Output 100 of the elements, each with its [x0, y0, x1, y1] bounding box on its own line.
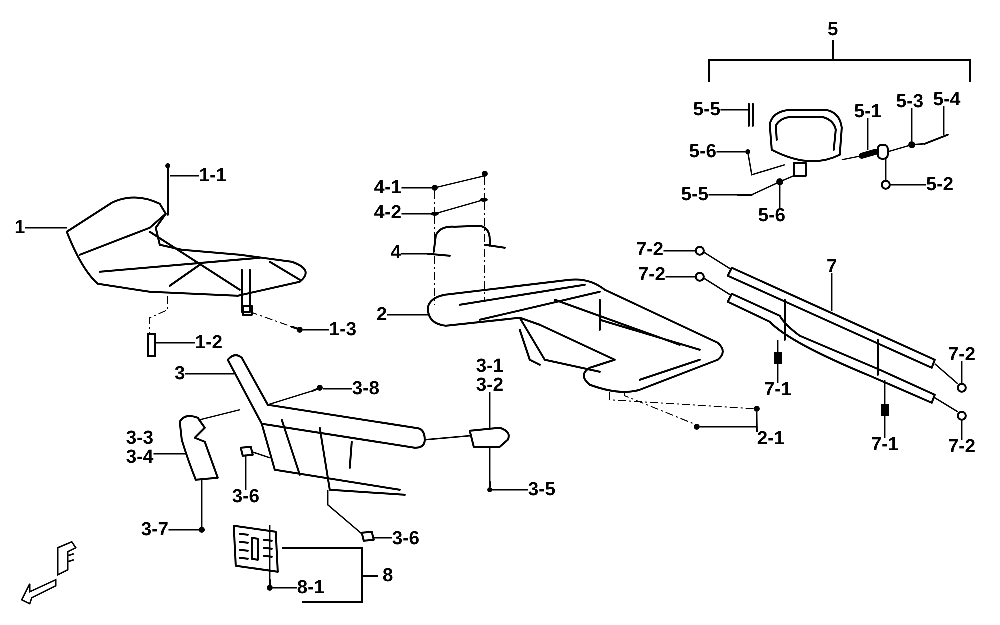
- callout-number: 3-5: [528, 480, 556, 500]
- nut: [908, 142, 916, 148]
- callout-number: 7: [826, 258, 838, 276]
- callout-number: 1-2: [195, 334, 223, 352]
- leader-line: [961, 362, 963, 384]
- guard-drawing: [179, 415, 219, 481]
- leader-line: [489, 392, 491, 428]
- callout-number: 5-2: [926, 176, 954, 194]
- leader-line: [756, 412, 758, 432]
- leader-line: [779, 186, 781, 210]
- bolt-head: [482, 171, 488, 177]
- center-line: [624, 392, 694, 424]
- callout-number: 5-6: [758, 206, 786, 226]
- leader-line: [666, 276, 696, 278]
- center-line: [434, 216, 436, 252]
- leader-line: [245, 456, 247, 490]
- callout-number: 7-2: [638, 266, 666, 284]
- pin-drawing: [748, 103, 754, 127]
- bolt-head: [432, 185, 438, 191]
- center-line: [434, 190, 436, 212]
- skid-plate-drawing: [233, 525, 279, 573]
- leader-line: [154, 453, 186, 455]
- callout-number: 1-1: [199, 166, 227, 186]
- bolt-drawing: [859, 144, 889, 160]
- callout-number: 5-5: [693, 100, 721, 120]
- callout-number: 3-1: [476, 357, 504, 376]
- callout-number: 5-6: [689, 142, 717, 162]
- callout-number: 7-1: [871, 436, 899, 454]
- leader-line: [374, 537, 392, 539]
- leader-line: [777, 339, 779, 352]
- leader-line: [716, 151, 746, 153]
- leader-line: [720, 109, 749, 111]
- rack-drawing: [427, 278, 724, 394]
- leader-line: [402, 213, 431, 215]
- leader-line: [185, 373, 234, 375]
- callout-number: 3-7: [141, 520, 169, 540]
- leader-line: [201, 480, 203, 527]
- leader-line: [911, 108, 913, 142]
- leader-line: [934, 363, 958, 385]
- bolt-drawing: [291, 326, 303, 333]
- leader-line: [867, 118, 869, 150]
- leader-line: [751, 181, 780, 196]
- end-cap: [695, 246, 705, 256]
- clip-drawing: [147, 333, 156, 357]
- leader-line: [492, 489, 528, 491]
- bolt-head: [694, 424, 700, 430]
- center-line: [484, 248, 486, 300]
- leader-line: [401, 253, 428, 255]
- end-cap-drawing: [469, 427, 510, 448]
- leader-line: [434, 199, 484, 215]
- callout-number: 7-2: [636, 240, 664, 260]
- screw-drawing: [267, 579, 273, 591]
- callout-number: 8-1: [297, 578, 325, 598]
- leader-line: [884, 416, 886, 438]
- center-line: [250, 312, 292, 328]
- center-line: [434, 256, 436, 306]
- callout-number: 7-2: [948, 346, 976, 364]
- callout-number: 3-6: [392, 530, 420, 548]
- callout-number: 2: [376, 306, 388, 324]
- leader-line: [777, 364, 779, 384]
- leader-line: [273, 587, 298, 589]
- leader-line: [269, 524, 271, 585]
- center-line: [484, 176, 486, 198]
- rack-drawing: [66, 196, 307, 316]
- callout-number: 1: [14, 218, 26, 238]
- callout-number: 3-8: [352, 380, 380, 398]
- callout-number: 5-5: [681, 186, 709, 204]
- leader-line: [831, 274, 833, 311]
- center-line: [150, 296, 168, 334]
- clip-nut-drawing: [361, 531, 375, 542]
- leader-line: [424, 435, 470, 441]
- leader-line: [25, 227, 67, 229]
- end-cap: [957, 411, 967, 421]
- nut: [746, 150, 750, 154]
- callout-number: 4-2: [374, 204, 402, 222]
- center-line: [610, 392, 754, 410]
- leader-line: [747, 151, 786, 176]
- callout-number: 7-1: [764, 380, 792, 400]
- callout-number: 4-1: [374, 178, 402, 198]
- leader-line: [934, 397, 958, 413]
- leader-line: [704, 252, 732, 271]
- collar: [881, 180, 891, 190]
- clip-nut-drawing: [240, 446, 254, 457]
- leader-line: [841, 155, 862, 161]
- leader-line: [323, 388, 352, 390]
- leader-line: [168, 529, 205, 531]
- leader-line: [170, 175, 200, 177]
- nut: [776, 178, 784, 186]
- callout-number: 3-3: [126, 429, 154, 448]
- washer: [431, 212, 439, 216]
- leader-line: [961, 420, 963, 440]
- leader-line: [885, 158, 887, 181]
- leader-line: [704, 278, 732, 297]
- bolt-head: [881, 404, 889, 416]
- callout-number: 3: [174, 364, 186, 384]
- callout-number: 2-1: [757, 430, 785, 448]
- callout-number: 5-1: [854, 102, 882, 122]
- leader-line: [884, 379, 886, 404]
- callout-number: 1-3: [329, 320, 357, 340]
- bolt-head: [754, 406, 760, 412]
